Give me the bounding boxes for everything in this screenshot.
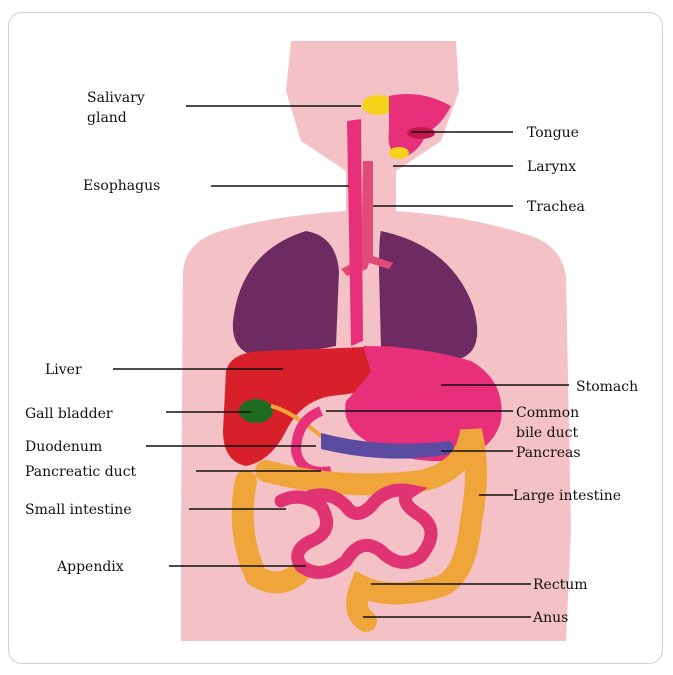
label-tongue: Tongue xyxy=(527,125,579,141)
label-pancreatic-duct: Pancreatic duct xyxy=(25,464,137,480)
label-esophagus: Esophagus xyxy=(83,178,160,194)
tongue-shape xyxy=(407,127,435,139)
label-common-bile-duct-2: bile duct xyxy=(516,425,578,441)
label-gall-bladder: Gall bladder xyxy=(25,406,113,422)
label-liver: Liver xyxy=(45,362,82,378)
label-salivary-gland-2: gland xyxy=(87,110,127,126)
label-anus: Anus xyxy=(532,610,568,626)
label-large-intestine: Large intestine xyxy=(513,488,621,504)
label-rectum: Rectum xyxy=(533,577,588,593)
label-trachea: Trachea xyxy=(527,199,585,215)
label-larynx: Larynx xyxy=(527,159,576,175)
label-small-intestine: Small intestine xyxy=(25,502,132,518)
small-gland-shape xyxy=(389,147,409,159)
gall-bladder-shape xyxy=(239,399,273,423)
label-common-bile-duct-1: Common xyxy=(516,405,579,421)
label-duodenum: Duodenum xyxy=(25,439,102,455)
diagram-frame: Salivary gland Esophagus Tongue Larynx T… xyxy=(8,12,663,664)
label-stomach: Stomach xyxy=(576,379,638,395)
digestive-system-diagram: Salivary gland Esophagus Tongue Larynx T… xyxy=(9,13,662,663)
label-appendix: Appendix xyxy=(56,559,124,575)
label-salivary-gland-1: Salivary xyxy=(87,90,145,106)
label-pancreas: Pancreas xyxy=(516,445,581,461)
